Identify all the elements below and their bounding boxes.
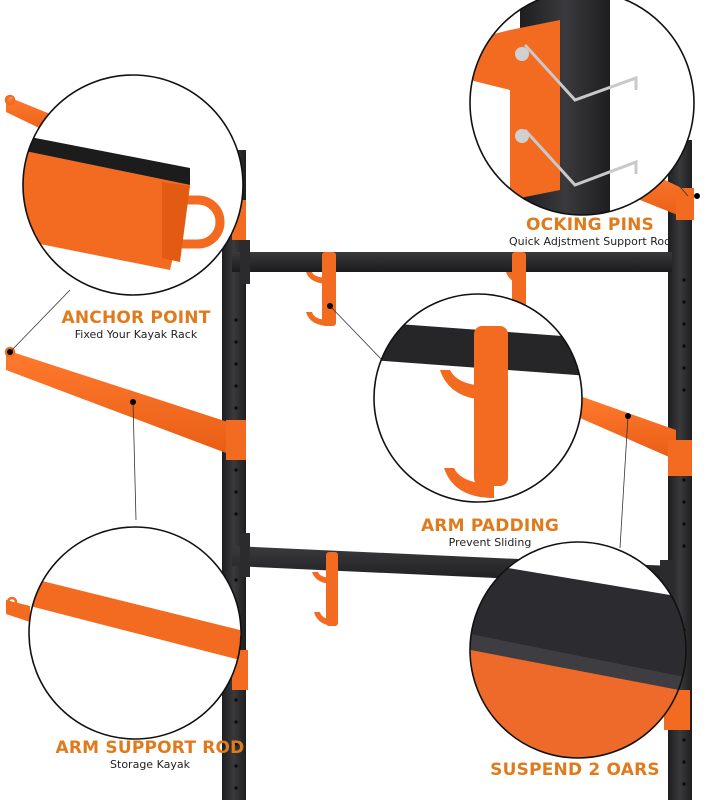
callout-subtitle: Fixed Your Kayak Rack [74, 328, 198, 341]
callout-subtitle: Quick Adjstment Support Rod [508, 235, 672, 248]
locking-pins-detail-circle [469, 0, 695, 216]
callout-title: ARM SUPPORT ROD [55, 738, 245, 758]
callout-locking-pins: OCKING PINS Quick Adjstment Support Rod [470, 215, 704, 249]
oar-hook [312, 552, 338, 626]
callout-arm-support-rod: ARM SUPPORT ROD Storage Kayak [30, 738, 270, 772]
callout-title: ARM PADDING [420, 516, 560, 536]
support-arm [4, 346, 246, 460]
anchor-point-detail-circle [22, 74, 244, 296]
arm-padding-detail-circle [373, 293, 583, 503]
arm-support-rod-detail-circle [28, 526, 242, 740]
callout-title: OCKING PINS [526, 215, 654, 235]
callout-subtitle: Prevent Sliding [448, 536, 532, 549]
callout-subtitle: Storage Kayak [110, 758, 190, 771]
callout-arm-padding: ARM PADDING Prevent Sliding [390, 516, 590, 550]
support-arm [580, 396, 692, 476]
callout-title: ANCHOR POINT [61, 308, 211, 328]
bottom-left-arm-stub [6, 596, 30, 622]
callout-anchor-point: ANCHOR POINT Fixed Your Kayak Rack [36, 308, 236, 342]
callout-suspend-oars: SUSPEND 2 OARS [470, 760, 680, 780]
callout-title: SUSPEND 2 OARS [490, 760, 660, 780]
